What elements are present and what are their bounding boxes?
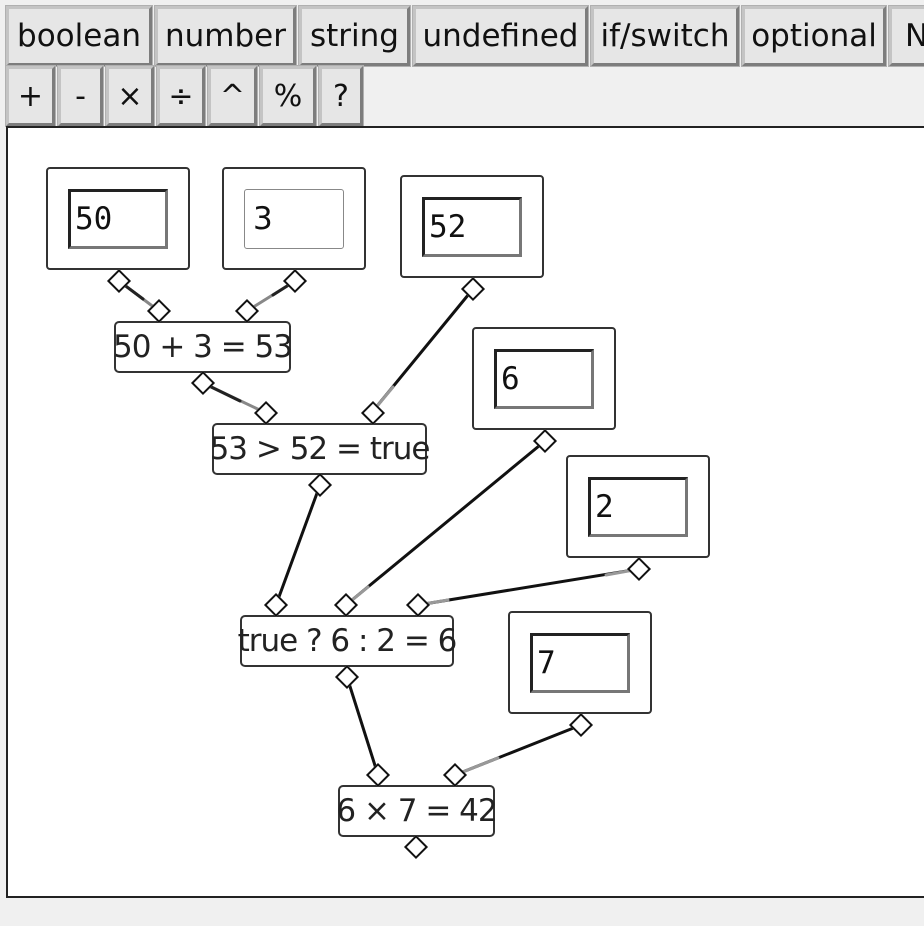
number-input-node-b[interactable] [222,167,366,270]
conditional-operator-button[interactable]: ? [318,65,364,127]
number-input-node-d[interactable] [472,327,616,430]
wire[interactable] [345,675,380,777]
number-input-node-e[interactable] [566,455,710,558]
number-input-node-c[interactable] [400,175,544,278]
multiply-node[interactable]: 6 × 7 = 42 [336,785,498,837]
subtract-operator-button[interactable]: - [57,65,104,127]
operator-toolbar: + - × ÷ ^ % ? [5,65,366,127]
number-input-c[interactable] [422,197,522,257]
add-node[interactable]: 50 + 3 = 53 [113,321,293,373]
node-canvas[interactable]: 50 + 3 = 53 53 > 52 = true true ? 6 : 2 … [6,126,924,898]
modulo-operator-button[interactable]: % [259,65,317,127]
overflow-type-button[interactable]: N [888,5,924,67]
wire[interactable] [344,439,547,607]
undefined-button[interactable]: undefined [412,5,589,67]
number-input-d[interactable] [494,349,594,409]
number-input-a[interactable] [68,189,168,249]
number-input-b[interactable] [244,189,344,249]
number-input-node-a[interactable] [46,167,190,270]
compare-node[interactable]: 53 > 52 = true [210,423,430,475]
number-button[interactable]: number [154,5,297,67]
boolean-button[interactable]: boolean [5,5,153,67]
optional-button[interactable]: optional [741,5,887,67]
string-button[interactable]: string [298,5,411,67]
number-input-f[interactable] [530,633,630,693]
wire[interactable] [416,567,641,607]
divide-operator-button[interactable]: ÷ [156,65,206,127]
wire[interactable] [274,483,322,607]
if-switch-button[interactable]: if/switch [590,5,740,67]
type-toolbar: boolean number string undefined if/switc… [5,5,924,67]
number-input-e[interactable] [588,477,688,537]
power-operator-button[interactable]: ^ [207,65,258,127]
number-input-node-f[interactable] [508,611,652,714]
ternary-node[interactable]: true ? 6 : 2 = 6 [238,615,457,667]
multiply-operator-button[interactable]: × [105,65,155,127]
add-operator-button[interactable]: + [5,65,56,127]
